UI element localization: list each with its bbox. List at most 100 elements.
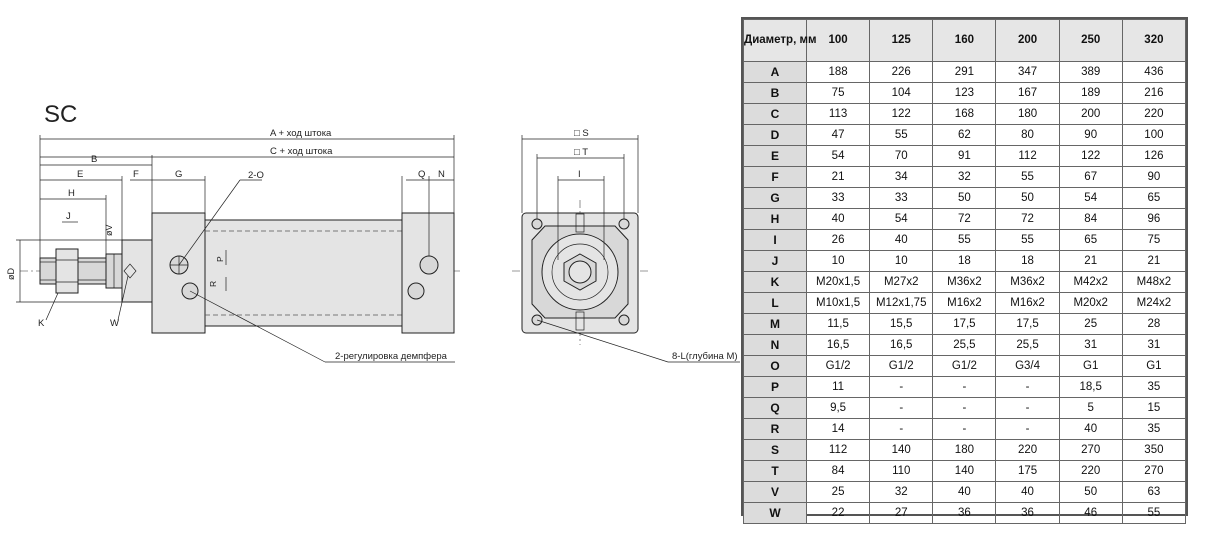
label-b: B (91, 154, 97, 165)
table-cell: 11 (805, 376, 871, 398)
table-cell: 36 (932, 502, 997, 524)
header-diameter-100: 100 (805, 19, 871, 62)
table-cell: 140 (869, 439, 934, 461)
table-cell: M10x1,5 (805, 292, 871, 314)
table-cell: 104 (869, 82, 934, 104)
row-label: A (743, 61, 807, 83)
table-cell: 18 (932, 250, 997, 272)
table-cell: 50 (932, 187, 997, 209)
table-cell: 32 (869, 481, 934, 503)
row-label: R (743, 418, 807, 440)
table-cell: 25,5 (995, 334, 1060, 356)
table-cell: M42x2 (1058, 271, 1123, 293)
row-label: N (743, 334, 807, 356)
table-cell: 126 (1121, 145, 1187, 167)
table-cell: 14 (805, 418, 871, 440)
side-view: A + ход штока C + ход штока B E F G H J … (6, 128, 462, 363)
label-k: K (38, 318, 45, 329)
table-cell: 167 (995, 82, 1060, 104)
table-cell: - (995, 397, 1060, 419)
row-label: L (743, 292, 807, 314)
label-c-dim: C + ход штока (270, 146, 333, 157)
table-cell: 54 (805, 145, 871, 167)
label-v: øV (104, 224, 114, 236)
cylinder-drawing: SC (6, 101, 740, 363)
table-cell: 32 (932, 166, 997, 188)
table-cell: 40 (805, 208, 871, 230)
table-cell: G1 (1058, 355, 1123, 377)
label-t: □ T (574, 147, 588, 158)
table-cell: 55 (1121, 502, 1187, 524)
table-cell: 122 (869, 103, 934, 125)
label-n: N (438, 169, 445, 180)
table-cell: - (869, 376, 934, 398)
row-label: D (743, 124, 807, 146)
table-cell: 67 (1058, 166, 1123, 188)
table-cell: 347 (995, 61, 1060, 83)
table-cell: 75 (805, 82, 871, 104)
table-cell: 72 (932, 208, 997, 230)
table-cell: 17,5 (995, 313, 1060, 335)
table-cell: 54 (869, 208, 934, 230)
label-damper: 2-регулировка демпфера (335, 351, 448, 362)
header-diameter-125: 125 (869, 19, 934, 62)
table-cell: 350 (1121, 439, 1187, 461)
table-cell: 10 (869, 250, 934, 272)
table-cell: 200 (1058, 103, 1123, 125)
table-cell: 10 (805, 250, 871, 272)
row-label: M (743, 313, 807, 335)
table-cell: 25,5 (932, 334, 997, 356)
row-label: G (743, 187, 807, 209)
table-cell: 9,5 (805, 397, 871, 419)
table-cell: 62 (932, 124, 997, 146)
table-cell: 189 (1058, 82, 1123, 104)
table-cell: M20x2 (1058, 292, 1123, 314)
table-cell: - (932, 397, 997, 419)
table-cell: 22 (805, 502, 871, 524)
table-cell: 65 (1121, 187, 1187, 209)
table-cell: 40 (869, 229, 934, 251)
label-p: P (215, 256, 225, 262)
table-cell: 55 (932, 229, 997, 251)
table-cell: 122 (1058, 145, 1123, 167)
header-diameter-320: 320 (1121, 19, 1187, 62)
table-cell: - (869, 418, 934, 440)
table-cell: 70 (869, 145, 934, 167)
table-cell: 11,5 (805, 313, 871, 335)
label-w: W (110, 318, 119, 329)
table-cell: 113 (805, 103, 871, 125)
table-cell: 40 (932, 481, 997, 503)
table-cell: 16,5 (869, 334, 934, 356)
table-cell: 36 (995, 502, 1060, 524)
table-cell: 270 (1121, 460, 1187, 482)
table-cell: 63 (1121, 481, 1187, 503)
table-cell: 25 (1058, 313, 1123, 335)
label-e: E (77, 169, 83, 180)
table-cell: - (995, 418, 1060, 440)
table-cell: 55 (869, 124, 934, 146)
table-cell: 72 (995, 208, 1060, 230)
table-cell: 26 (805, 229, 871, 251)
table-cell: G3/4 (995, 355, 1060, 377)
table-cell: 436 (1121, 61, 1187, 83)
table-cell: 54 (1058, 187, 1123, 209)
table-cell: 25 (805, 481, 871, 503)
table-cell: 34 (869, 166, 934, 188)
table-cell: 90 (1058, 124, 1123, 146)
table-cell: G1/2 (805, 355, 871, 377)
table-cell: 188 (805, 61, 871, 83)
row-label: T (743, 460, 807, 482)
table-cell: 389 (1058, 61, 1123, 83)
label-l: 8-L(глубина M) (672, 351, 738, 362)
row-label: K (743, 271, 807, 293)
